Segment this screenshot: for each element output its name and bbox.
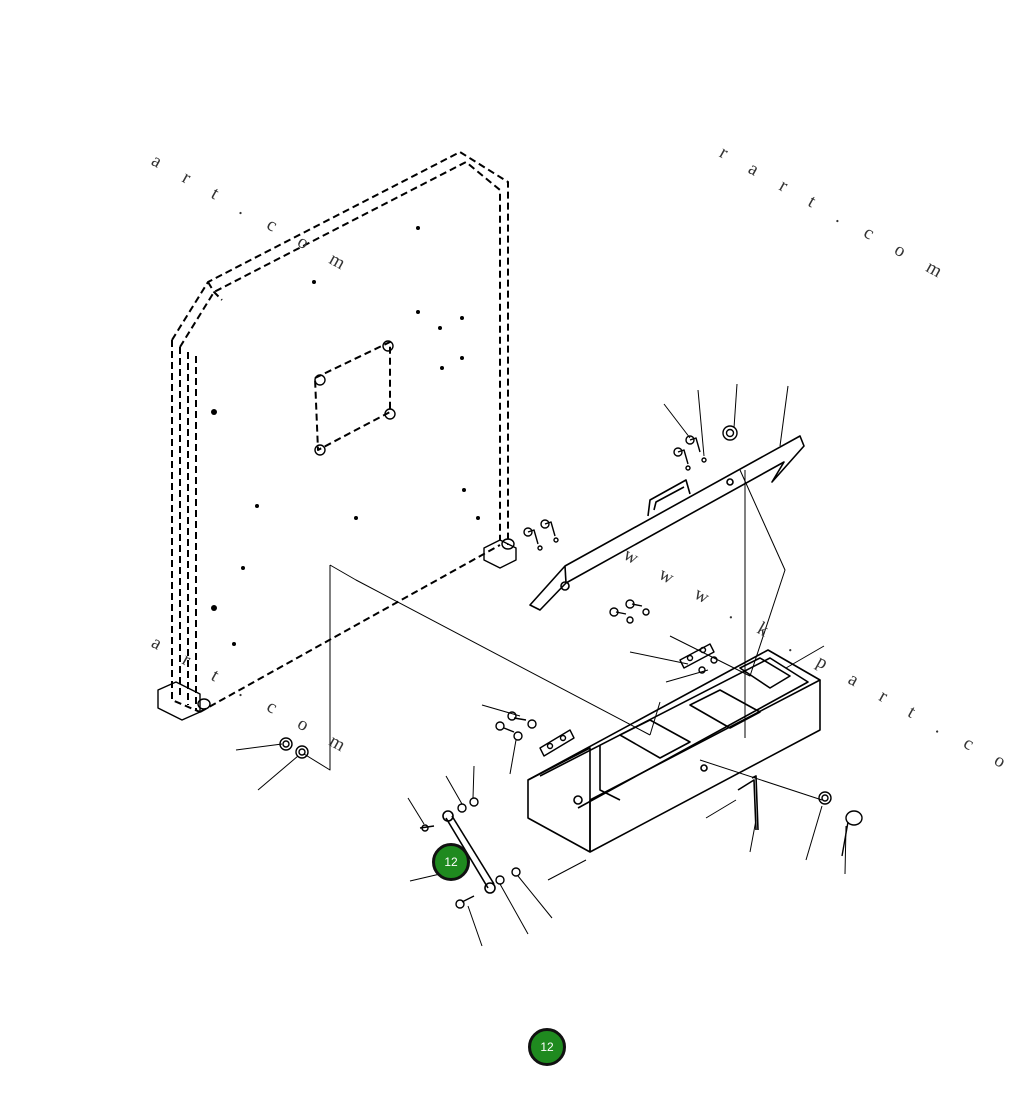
angle-bracket [529, 435, 805, 611]
bolts [419, 435, 863, 909]
washers-nuts [279, 425, 832, 885]
pin-handle [737, 775, 759, 831]
tray-box [527, 649, 821, 853]
panel-holes [211, 226, 480, 646]
panel-foot-right [483, 538, 517, 569]
cover-bolts [314, 340, 396, 456]
panel-foot-left [157, 681, 211, 721]
leader-lines [303, 469, 823, 881]
dashed-panel [171, 151, 509, 713]
part-callout-12[interactable]: 12 [432, 843, 470, 881]
pointer-leaders [235, 383, 847, 947]
legend-callout-12[interactable]: 12 [528, 1028, 566, 1066]
tab-plate-right [679, 643, 715, 669]
tab-plate-left [539, 729, 575, 757]
